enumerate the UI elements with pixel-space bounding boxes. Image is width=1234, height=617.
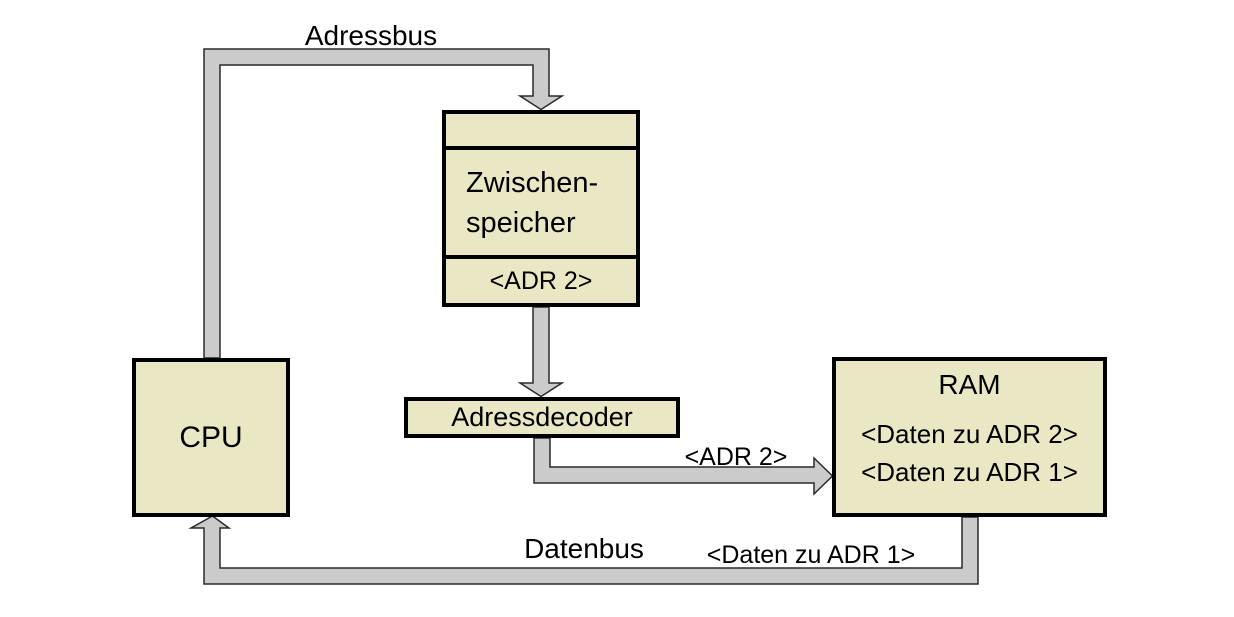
ram-data-line: <Daten zu ADR 1> [861, 457, 1078, 487]
buffer-label-line2: speicher [466, 206, 576, 239]
buffer-label: Zwischen- speicher [446, 150, 636, 259]
datenbus-label: Datenbus [524, 533, 644, 564]
buffer-empty-section [446, 114, 636, 150]
buffer-slot-value: <ADR 2> [489, 266, 593, 295]
ram-box: RAM <Daten zu ADR 2> <Daten zu ADR 1> [832, 357, 1107, 517]
daten-zu-adr1-bus-label: <Daten zu ADR 1> [706, 541, 916, 569]
datenbus-arrow [188, 515, 979, 585]
buffer-box: Zwischen- speicher <ADR 2> [442, 110, 640, 307]
adressbus-label: Adressbus [304, 20, 438, 51]
adr2-bus-label: <ADR 2> [684, 443, 788, 471]
buffer-slot: <ADR 2> [446, 259, 636, 303]
decoder-to-ram-arrow [533, 437, 834, 496]
decoder-box: Adressdecoder [404, 397, 680, 438]
buffer-to-decoder-arrow [517, 306, 565, 398]
cpu-label: CPU [179, 420, 243, 454]
buffer-label-line1: Zwischen- [466, 166, 599, 199]
decoder-label: Adressdecoder [451, 402, 633, 432]
adressbus-arrow [203, 48, 565, 359]
cpu-box: CPU [132, 358, 290, 517]
ram-data-line: <Daten zu ADR 2> [861, 419, 1078, 449]
ram-title: RAM [938, 369, 1001, 400]
